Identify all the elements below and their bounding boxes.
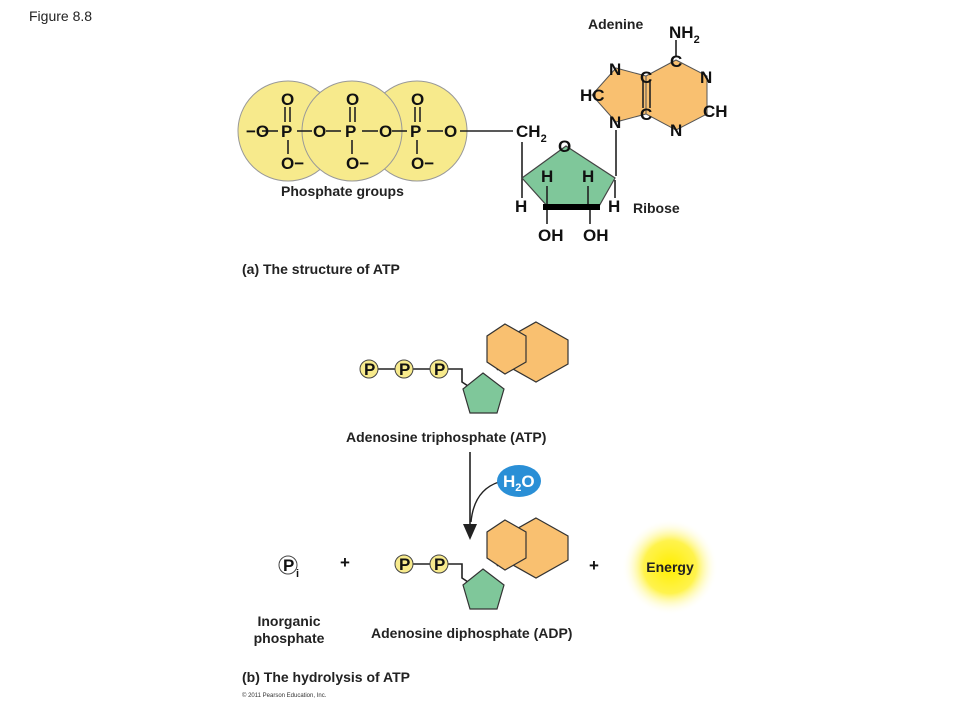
atom-o-minus-1: O−	[281, 154, 304, 173]
atom-o-minus-2: O−	[346, 154, 369, 173]
atom-o-top-1: O	[281, 90, 294, 109]
adp-icon: P P	[394, 517, 569, 610]
adp-pentagon	[462, 568, 505, 610]
ribose-h-4: H	[608, 197, 620, 216]
atom-o-minus-3: O−	[411, 154, 434, 173]
adenine-pyrimidine	[645, 59, 708, 131]
atp-icon: P P P	[359, 321, 569, 414]
inorganic-label-2: phosphate	[254, 630, 325, 646]
ch2-group: CH2	[516, 122, 547, 145]
water-curve	[470, 481, 500, 523]
ribose-h-2: H	[582, 167, 594, 186]
adenine-hc: HC	[580, 86, 605, 105]
atom-o-bridge-2: O	[379, 122, 392, 141]
adenine-c-4: C	[640, 105, 652, 124]
atp-p-circle-2	[394, 359, 414, 379]
adenine-nh2: NH2	[669, 23, 700, 46]
panel-a-caption: (a) The structure of ATP	[242, 261, 400, 277]
ribose-oh-2: OH	[583, 226, 609, 245]
water-formula: H2O	[503, 472, 535, 494]
atom-p-1: P	[281, 122, 292, 141]
adenine-n-1: N	[700, 68, 712, 87]
adp-p-circle-1	[394, 554, 414, 574]
adenine-n-7: N	[609, 60, 621, 79]
adp-p-1: P	[399, 555, 410, 574]
ribose: O H H H H OH OH Ribose	[515, 137, 680, 245]
ribose-o: O	[558, 137, 571, 156]
atp-pentagon	[462, 372, 505, 414]
energy-label: Energy	[646, 559, 694, 575]
inorganic-label-1: Inorganic	[257, 613, 320, 629]
ribose-oh-1: OH	[538, 226, 564, 245]
atom-p-2: P	[345, 122, 356, 141]
adenine-n-3: N	[670, 121, 682, 140]
atp-p-2: P	[399, 360, 410, 379]
adenine-c-top: C	[670, 52, 682, 71]
phosphate-groups-label: Phosphate groups	[281, 183, 404, 199]
adenine-ch: CH	[703, 102, 728, 121]
adp-p-2: P	[434, 555, 445, 574]
atom-o-top-3: O	[411, 90, 424, 109]
ribose-label: Ribose	[633, 200, 680, 216]
phosphate-groups: −O P O P O P O O O O O− O− O− Phosphate …	[237, 80, 513, 199]
atp-p-circle-3	[429, 359, 449, 379]
pi-circle	[278, 555, 298, 575]
atp-hexagon-1	[486, 323, 527, 375]
panel-b-caption: (b) The hydrolysis of ATP	[242, 669, 410, 685]
adenine-n-9: N	[609, 113, 621, 132]
ribose-h-1: H	[541, 167, 553, 186]
ribose-h-3: H	[515, 197, 527, 216]
adenine-imidazole	[591, 67, 647, 123]
plus-sign-2: +	[589, 556, 599, 575]
adenine-c-5: C	[640, 68, 652, 87]
atp-p-circle-1	[359, 359, 379, 379]
atp-p-3: P	[434, 360, 445, 379]
plus-sign-1: +	[340, 553, 350, 572]
figure-label: Figure 8.8	[29, 8, 92, 24]
adenine: NH2 C N C N HC CH C N N Adenine	[580, 16, 728, 176]
atom-p-3: P	[410, 122, 421, 141]
adp-hexagon-1	[486, 519, 527, 571]
pi-subscript: i	[296, 568, 299, 580]
pi-symbol: P	[283, 556, 294, 575]
energy-glow	[622, 519, 718, 615]
adp-label: Adenosine diphosphate (ADP)	[371, 625, 572, 641]
adenine-label: Adenine	[588, 16, 643, 32]
water-bubble	[497, 465, 541, 497]
atom-o-bridge-1: O	[313, 122, 326, 141]
atom-minus-o: −O	[246, 122, 269, 141]
atp-p-1: P	[364, 360, 375, 379]
adp-p-circle-2	[429, 554, 449, 574]
atp-label: Adenosine triphosphate (ATP)	[346, 429, 546, 445]
reaction-arrowhead	[463, 524, 477, 540]
copyright: © 2011 Pearson Education, Inc.	[242, 692, 327, 699]
atom-o-top-2: O	[346, 90, 359, 109]
atom-o-bridge-3: O	[444, 122, 457, 141]
